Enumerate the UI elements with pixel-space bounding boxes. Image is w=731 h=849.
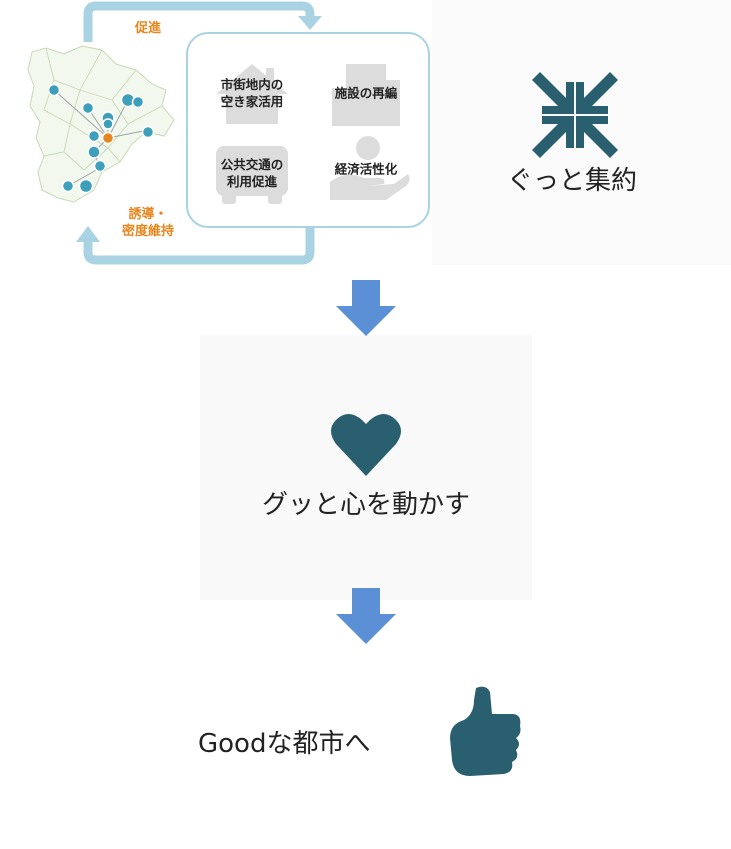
arrow-down-icon	[336, 588, 396, 644]
bus-icon	[216, 146, 288, 204]
house-icon	[216, 64, 288, 124]
policy-transport-label: 公共交通の 利用促進	[202, 156, 302, 190]
policy-economy-line1: 経済活性化	[334, 161, 398, 177]
policy-facility-restructure: 施設の再編	[316, 58, 416, 128]
step-heart-text: グッと心を動かす	[261, 490, 470, 520]
policy-economy: 経済活性化	[316, 134, 416, 204]
cycle-arrow-bottom	[83, 226, 315, 265]
cycle-arrowhead-bottom	[76, 226, 100, 242]
city-map-districts	[43, 47, 163, 171]
policy-vacant-house-line2: 空き家活用	[220, 94, 284, 109]
label-guide-line2: 密度維持	[121, 224, 174, 239]
city-map	[27, 45, 175, 203]
policy-transport-line2: 利用促進	[226, 174, 277, 189]
policy-vacant-house: 市街地内の 空き家活用	[202, 58, 302, 128]
policy-economy-label: 経済活性化	[316, 161, 416, 178]
thumbs-up-icon	[450, 686, 521, 776]
policy-facility-label: 施設の再編	[316, 85, 416, 102]
arrow-down-icon	[336, 280, 396, 336]
policy-vacant-house-label: 市街地内の 空き家活用	[202, 76, 302, 110]
city-center-node	[101, 131, 115, 145]
station-nodes	[47, 83, 155, 194]
compress-arrows-icon	[532, 72, 618, 158]
policy-facility-line1: 施設の再編	[334, 85, 398, 101]
cycle-arrowhead-top	[298, 16, 322, 30]
city-map-outline	[27, 45, 175, 203]
yen-hand-icon	[330, 136, 410, 200]
policy-box: 市街地内の 空き家活用 施設の再編 公共交通の 利用促進 経済活性化	[186, 32, 430, 228]
building-icon	[332, 64, 400, 126]
step-good-city-text: Goodな都市へ	[198, 729, 371, 759]
policy-public-transport: 公共交通の 利用促進	[202, 138, 302, 208]
cycle-arrow-top	[83, 1, 315, 42]
step-compact-text: ぐっと集約	[506, 166, 637, 196]
cycle-arrows	[76, 1, 322, 265]
heart-icon	[331, 414, 401, 476]
label-promote: 促進	[134, 21, 161, 36]
policy-transport-line1: 公共交通の	[220, 157, 284, 172]
label-guide-density: 誘導・ 密度維持	[106, 206, 190, 240]
policy-vacant-house-line1: 市街地内の	[220, 77, 284, 92]
label-guide-line1: 誘導・	[128, 207, 168, 222]
